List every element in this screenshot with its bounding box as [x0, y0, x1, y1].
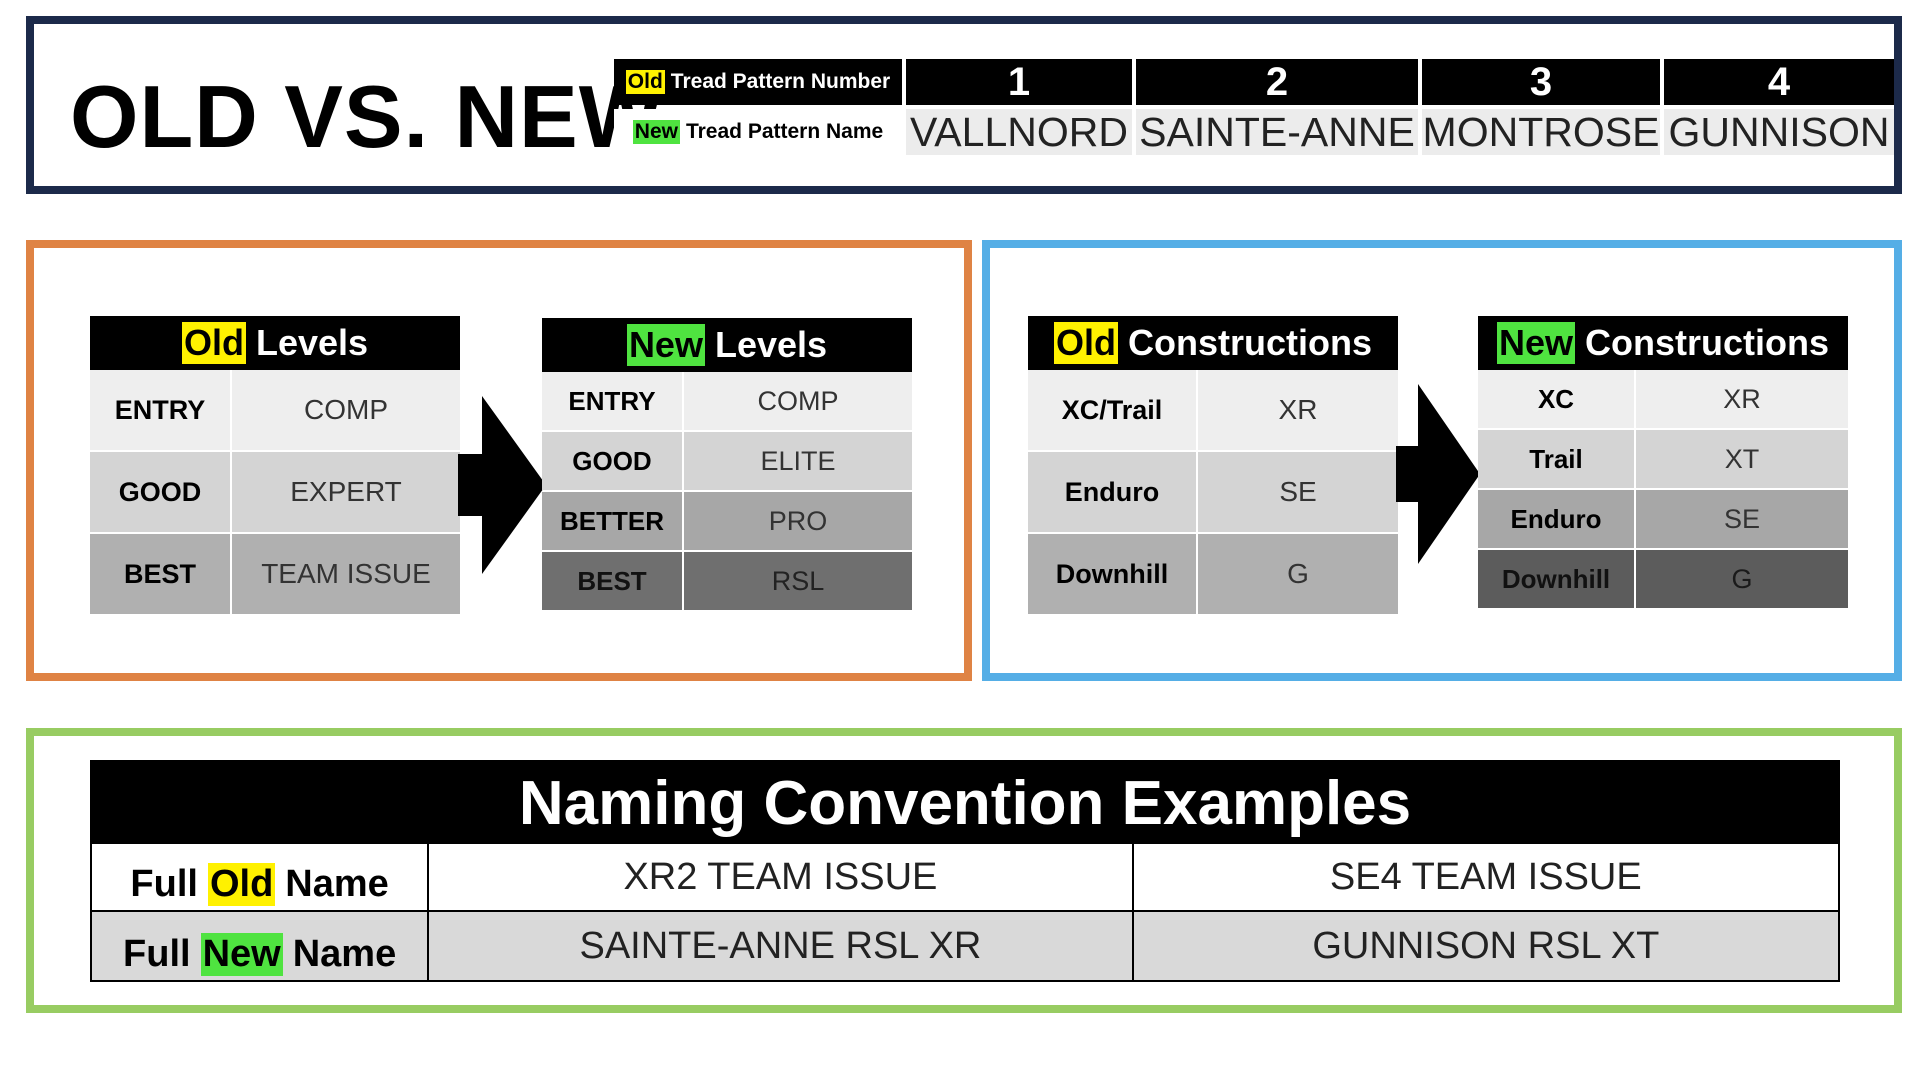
level-label: BEST [90, 534, 232, 614]
old-name-example: XR2 TEAM ISSUE [429, 844, 1134, 910]
construction-code: XR [1636, 370, 1848, 428]
new-tag: New [1496, 322, 1575, 364]
construction-label: Trail [1478, 430, 1636, 488]
levels-panel: Old Levels ENTRY COMP GOOD EXPERT BEST T… [26, 240, 972, 681]
table-row: Full New Name SAINTE-ANNE RSL XR GUNNISO… [92, 912, 1838, 980]
level-label: BETTER [542, 492, 684, 550]
tread-number-4: 4 [1664, 59, 1894, 105]
table-row: BEST TEAM ISSUE [90, 534, 460, 614]
table-row: ENTRY COMP [90, 370, 460, 450]
old-name-example: SE4 TEAM ISSUE [1329, 855, 1642, 898]
construction-label: XC [1478, 370, 1636, 428]
table-row: Downhill G [1028, 534, 1398, 614]
new-levels-header: New Levels [542, 318, 912, 372]
construction-code: G [1636, 550, 1848, 608]
level-value: RSL [684, 552, 912, 610]
tread-name-3: MONTROSE [1422, 108, 1660, 155]
label-prefix: Full [123, 933, 191, 975]
new-tread-label: New Tread Pattern Name [614, 109, 902, 155]
label-prefix: Full [130, 863, 198, 905]
naming-table: Naming Convention Examples Full Old Name… [90, 760, 1840, 982]
construction-label: XC/Trail [1028, 370, 1198, 450]
new-tag: New [632, 120, 680, 144]
old-tag: Old [207, 863, 276, 906]
level-label: ENTRY [90, 370, 232, 450]
construction-code: XT [1636, 430, 1848, 488]
new-tag: New [626, 324, 705, 366]
tread-number-3: 3 [1422, 59, 1660, 105]
label-suffix: Name [292, 933, 397, 975]
table-row: ENTRY COMP [542, 372, 912, 430]
tread-pattern-panel: OLD VS. NEW Old Tread Pattern Number New… [26, 16, 1902, 194]
level-value: ELITE [684, 432, 912, 490]
new-tread-label-text: Tread Pattern Name [685, 120, 884, 143]
old-levels-title: Levels [255, 322, 369, 363]
old-tag: Old [625, 70, 665, 94]
table-row: BETTER PRO [542, 492, 912, 550]
new-name-example: SAINTE-ANNE RSL XR [429, 912, 1134, 980]
tread-name-1: VALLNORD [906, 109, 1132, 155]
old-tag: Old [1053, 322, 1118, 364]
old-tread-label-text: Tread Pattern Number [670, 70, 891, 93]
constructions-panel: Old Constructions XC/Trail XR Enduro SE … [982, 240, 1902, 681]
level-label: BEST [542, 552, 684, 610]
table-row: XC/Trail XR [1028, 370, 1398, 450]
naming-panel: Naming Convention Examples Full Old Name… [26, 728, 1902, 1013]
arrow-right-icon [458, 396, 546, 574]
new-constructions-title: Constructions [1585, 322, 1830, 363]
full-old-name-label: Full Old Name [92, 844, 430, 910]
new-levels-table: New Levels ENTRY COMP GOOD ELITE BETTER … [542, 318, 912, 618]
tread-number-1: 1 [906, 59, 1132, 105]
table-row: XC XR [1478, 370, 1848, 428]
new-constructions-header: New Constructions [1478, 316, 1848, 370]
table-row: Full Old Name XR2 TEAM ISSUE SE4 TEAM IS… [92, 844, 1838, 912]
new-levels-title: Levels [714, 324, 828, 365]
level-label: ENTRY [542, 372, 684, 430]
level-value: COMP [684, 372, 912, 430]
old-constructions-header: Old Constructions [1028, 316, 1398, 370]
level-label: GOOD [542, 432, 684, 490]
old-levels-table: Old Levels ENTRY COMP GOOD EXPERT BEST T… [90, 316, 460, 616]
table-row: Downhill G [1478, 550, 1848, 608]
tread-name-2: SAINTE-ANNE [1136, 109, 1418, 155]
level-value: TEAM ISSUE [232, 534, 460, 614]
level-value: COMP [232, 370, 460, 450]
table-row: GOOD EXPERT [90, 452, 460, 532]
old-tread-label: Old Tread Pattern Number [614, 59, 902, 105]
construction-label: Enduro [1478, 490, 1636, 548]
table-row: Trail XT [1478, 430, 1848, 488]
construction-label: Downhill [1028, 534, 1198, 614]
label-suffix: Name [285, 863, 389, 905]
full-new-name-label: Full New Name [92, 912, 430, 980]
construction-code: SE [1636, 490, 1848, 548]
table-row: GOOD ELITE [542, 432, 912, 490]
level-value: PRO [684, 492, 912, 550]
old-levels-header: Old Levels [90, 316, 460, 370]
table-row: Enduro SE [1028, 452, 1398, 532]
old-constructions-table: Old Constructions XC/Trail XR Enduro SE … [1028, 316, 1398, 616]
level-label: GOOD [90, 452, 232, 532]
new-name-example: GUNNISON RSL XT [1312, 924, 1660, 967]
new-constructions-table: New Constructions XC XR Trail XT Enduro … [1478, 316, 1848, 616]
construction-label: Enduro [1028, 452, 1198, 532]
page-title: OLD VS. NEW [70, 67, 663, 166]
arrow-right-icon [1396, 384, 1480, 564]
old-tag: Old [181, 322, 246, 364]
naming-title: Naming Convention Examples [92, 762, 1838, 844]
construction-code: G [1198, 534, 1398, 614]
tread-number-2: 2 [1136, 59, 1418, 105]
table-row: Enduro SE [1478, 490, 1848, 548]
level-value: EXPERT [232, 452, 460, 532]
construction-code: SE [1198, 452, 1398, 532]
tread-name-4: GUNNISON [1664, 109, 1894, 155]
new-tag: New [200, 933, 283, 976]
old-constructions-title: Constructions [1127, 322, 1372, 363]
construction-code: XR [1198, 370, 1398, 450]
table-row: BEST RSL [542, 552, 912, 610]
construction-label: Downhill [1478, 550, 1636, 608]
